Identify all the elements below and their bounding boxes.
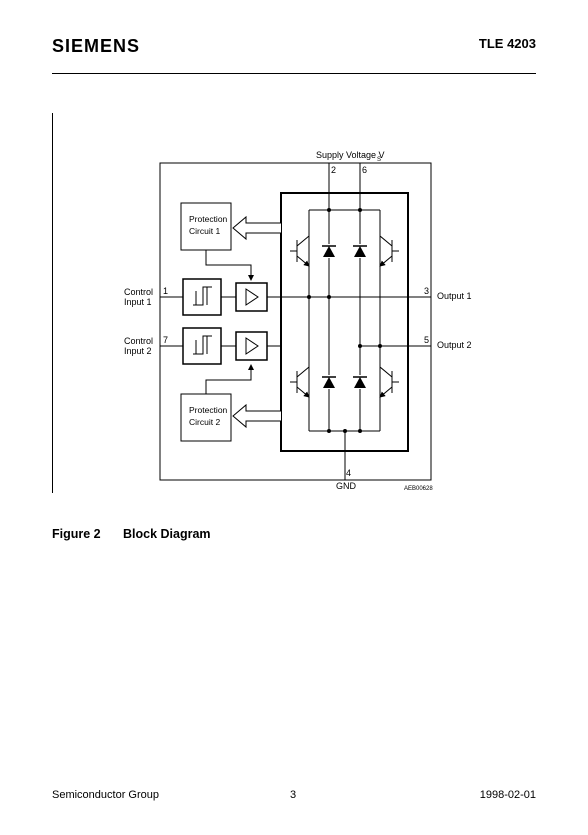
pin-number-7: 7 [163,335,168,345]
pin-number-6: 6 [362,165,367,175]
transistor-icon [379,366,399,398]
header-rule [52,73,536,74]
signal-line [205,250,254,281]
diode-icon [353,375,367,389]
protection-1-label: Circuit 1 [189,226,220,236]
footer-date: 1998-02-01 [479,789,536,801]
diode-icon [322,375,336,389]
transistor-icon [290,366,310,398]
transistor-icon [290,235,310,267]
output-2-label: Output 2 [437,340,472,350]
figure-number: Figure 2 [52,527,101,541]
transistor-icon [379,235,399,267]
hysteresis-icon [193,286,212,306]
bridge-block [280,192,409,452]
change-bar [52,113,53,493]
junction-dot [358,344,362,348]
driver-amplifier-1 [235,282,268,312]
pin-number-4: 4 [346,468,351,478]
schmitt-trigger-1 [182,278,222,316]
pin-number-2: 2 [331,165,336,175]
protection-1-label: Protection [189,214,228,224]
protection-2-label: Circuit 2 [189,417,220,427]
schmitt-trigger-2 [182,327,222,365]
figure-caption: Figure 2 Block Diagram [52,527,211,541]
supply-voltage-subscript: S [377,157,381,163]
diode-icon [322,244,336,258]
junction-dot [307,295,311,299]
ic-outline [159,162,432,481]
pin-number-3: 3 [424,286,429,296]
feedback-arrow-icon [232,215,281,241]
footer-company: Semiconductor Group [52,789,159,801]
control-input-2-label: Input 2 [124,346,152,356]
part-number: TLE 4203 [478,36,536,51]
signal-line [205,364,254,394]
junction-dot [378,344,382,348]
control-input-1-label: Input 1 [124,297,152,307]
pin-number-5: 5 [424,335,429,345]
output-1-label: Output 1 [437,291,472,301]
control-input-1-label: Control [124,287,153,297]
junction-dot [327,295,331,299]
brand-logo: SIEMENS [52,36,141,56]
feedback-arrow-icon [232,403,281,429]
driver-amplifier-2 [235,331,268,361]
control-input-2-label: Control [124,336,153,346]
figure-title: Block Diagram [123,527,211,541]
supply-voltage-label: Supply Voltage V [316,150,385,160]
buffer-icon [245,288,259,306]
hysteresis-icon [193,335,212,355]
protection-2-label: Protection [189,405,228,415]
drawing-code: AEB00628 [404,486,433,492]
pin-number-1: 1 [163,286,168,296]
gnd-label: GND [336,481,357,491]
buffer-icon [245,337,259,355]
diode-icon [353,244,367,258]
page-number: 3 [290,789,297,801]
